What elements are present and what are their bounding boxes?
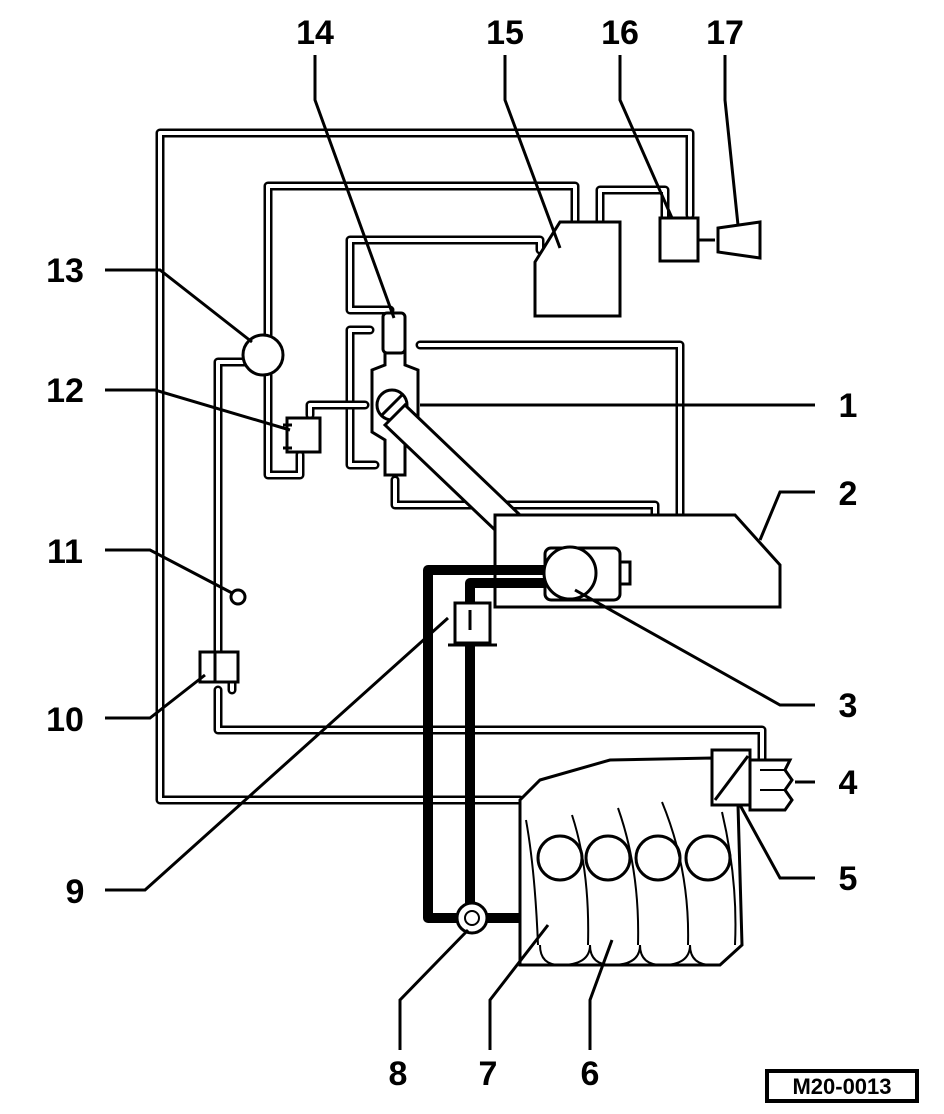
callout-5: 5 bbox=[839, 860, 858, 898]
callout-6: 6 bbox=[581, 1055, 600, 1093]
component-15 bbox=[533, 220, 622, 318]
hose-13-to-15 bbox=[263, 181, 580, 350]
component-16 bbox=[658, 216, 715, 263]
intake-manifold-runners bbox=[518, 756, 744, 967]
component-8 bbox=[455, 901, 489, 935]
callout-17: 17 bbox=[706, 14, 744, 52]
hose-throttle-left-loop bbox=[345, 325, 380, 470]
callout-13: 13 bbox=[46, 252, 84, 290]
component-13 bbox=[241, 333, 285, 377]
figure-code-box: M20-0013 bbox=[765, 1069, 919, 1103]
outer-hose-loop bbox=[155, 128, 695, 805]
component-17 bbox=[716, 220, 762, 260]
callout-11: 11 bbox=[47, 533, 83, 571]
component-11 bbox=[229, 588, 247, 606]
callout-12: 12 bbox=[46, 372, 84, 410]
callout-8: 8 bbox=[389, 1055, 408, 1093]
component-14 bbox=[381, 311, 407, 355]
figure-code: M20-0013 bbox=[792, 1074, 891, 1099]
callout-15: 15 bbox=[486, 14, 524, 52]
callout-1: 1 bbox=[839, 387, 858, 425]
callout-4: 4 bbox=[839, 764, 858, 802]
callout-labels: 1 2 3 4 5 6 7 8 9 10 11 12 13 14 15 16 1… bbox=[46, 14, 857, 1093]
intake-plenum bbox=[493, 513, 782, 609]
component-9 bbox=[448, 601, 497, 647]
component-3 bbox=[542, 545, 632, 602]
hose-13-to-5 bbox=[213, 357, 767, 765]
callout-14: 14 bbox=[296, 14, 334, 52]
component-4 bbox=[748, 758, 794, 812]
hose-throttle-to-15 bbox=[345, 235, 545, 315]
leader-lines bbox=[105, 55, 815, 1050]
callout-2: 2 bbox=[839, 475, 858, 513]
callout-10: 10 bbox=[46, 701, 84, 739]
callout-7: 7 bbox=[479, 1055, 498, 1093]
component-5 bbox=[710, 748, 752, 807]
callout-9: 9 bbox=[66, 873, 85, 911]
hose-15-to-16 bbox=[595, 185, 670, 227]
callout-3: 3 bbox=[839, 687, 858, 725]
component-12 bbox=[283, 416, 322, 454]
callout-16: 16 bbox=[601, 14, 639, 52]
hose-throttle-to-intake bbox=[390, 340, 685, 520]
component-10 bbox=[198, 650, 240, 684]
